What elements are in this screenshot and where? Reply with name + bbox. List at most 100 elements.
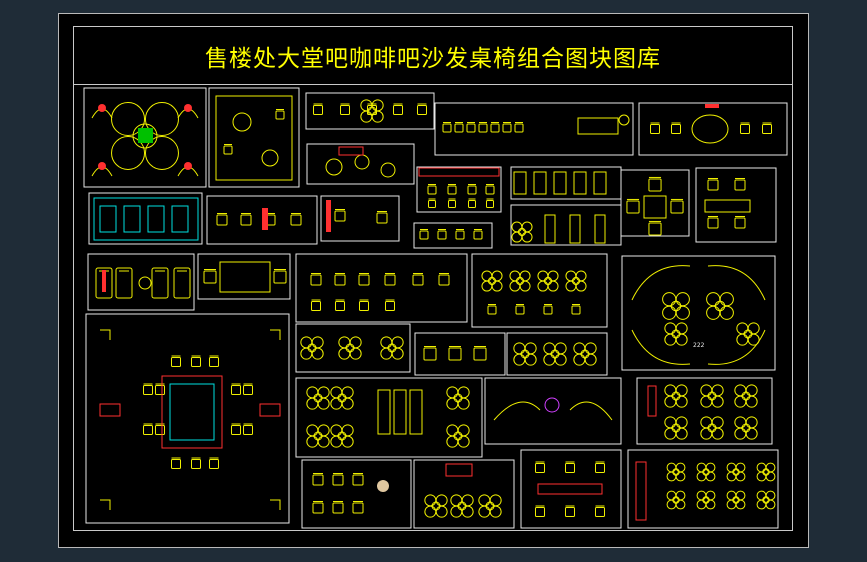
petal-table: [487, 276, 497, 286]
curved-sofa: [493, 401, 541, 421]
chair-shape: [670, 200, 684, 214]
petal-table: [517, 227, 527, 237]
petal-chair: [696, 462, 707, 473]
petal-table: [457, 501, 467, 511]
petal-chair: [705, 462, 716, 473]
chair-shape: [312, 502, 324, 514]
square-table: [643, 195, 667, 219]
petal-table: [672, 496, 680, 504]
chair-shape: [595, 507, 605, 517]
chair-shape: [155, 425, 165, 435]
chair-shape: [231, 385, 241, 395]
petal-chair: [675, 471, 686, 482]
petal-chair: [735, 490, 746, 501]
block-frame-23: [414, 332, 506, 376]
petal-chair: [696, 499, 707, 510]
petal-chair: [330, 435, 343, 448]
petal-chair: [735, 499, 746, 510]
petal-table: [732, 468, 740, 476]
block-frame-6: [306, 143, 415, 185]
petal-chair: [446, 386, 459, 399]
petal-chair: [306, 386, 319, 399]
petal-chair: [675, 416, 688, 429]
block-frame-22: [295, 323, 411, 373]
petal-chair: [547, 270, 559, 282]
petal-chair: [765, 471, 776, 482]
petal-chair: [491, 280, 503, 292]
petal-chair: [111, 102, 146, 137]
petal-chair: [565, 280, 577, 292]
petal-chair: [330, 386, 343, 399]
block-frame-2: [208, 87, 300, 188]
petal-chair: [736, 333, 749, 346]
petal-chair: [457, 397, 470, 410]
petal-table: [732, 496, 740, 504]
petal-chair: [306, 435, 319, 448]
petal-chair: [543, 353, 556, 366]
block-frame-7: [416, 166, 502, 213]
chair-shape: [311, 301, 321, 311]
curved-sofa: [631, 329, 691, 365]
red-lamp: [184, 104, 192, 112]
chair-shape: [478, 123, 488, 133]
petal-chair: [719, 305, 734, 320]
chair-shape: [376, 212, 388, 224]
green-rug: [138, 128, 153, 143]
petal-chair: [711, 416, 724, 429]
petal-chair: [711, 384, 724, 397]
petal-chair: [380, 336, 393, 349]
petal-table: [707, 423, 717, 433]
corner-mark: [270, 499, 281, 510]
coffee-table: [219, 261, 271, 293]
chair-shape: [650, 124, 660, 134]
chair-shape: [428, 200, 436, 208]
petal-chair: [705, 490, 716, 501]
petal-chair: [675, 395, 688, 408]
red-bar: [537, 483, 603, 495]
round-table: [261, 149, 279, 167]
petal-chair: [435, 494, 448, 507]
round-mark: [618, 114, 630, 126]
petal-chair: [675, 462, 686, 473]
petal-table: [515, 276, 525, 286]
petal-chair: [457, 435, 470, 448]
sofa-shape: [115, 267, 133, 299]
petal-chair: [478, 494, 491, 507]
red-lamp: [184, 162, 192, 170]
petal-chair: [371, 110, 384, 123]
petal-chair: [756, 490, 767, 501]
accent-linework: [93, 104, 719, 521]
petal-chair: [711, 395, 724, 408]
chair-shape: [209, 357, 219, 367]
block-frame-28: [301, 459, 412, 529]
chair-shape: [468, 200, 476, 208]
petal-chair: [446, 435, 459, 448]
petal-table: [714, 300, 726, 312]
petal-chair: [726, 471, 737, 482]
cyan-seat: [99, 205, 117, 233]
chair-shape: [240, 214, 252, 226]
block-frame-25: [295, 377, 483, 458]
petal-chair: [144, 135, 179, 170]
petal-chair: [491, 270, 503, 282]
petal-chair: [446, 424, 459, 437]
cyan-seat: [171, 205, 189, 233]
chair-shape: [565, 463, 575, 473]
petal-chair: [461, 494, 474, 507]
block-frame-27: [636, 377, 773, 445]
block-frame-29: [413, 459, 515, 529]
petal-chair: [521, 221, 533, 233]
chair-shape: [209, 459, 219, 469]
petal-chair: [111, 135, 146, 170]
petal-chair: [756, 499, 767, 510]
petal-table: [762, 496, 770, 504]
chair-shape: [332, 474, 344, 486]
block-frame-3: [305, 92, 435, 130]
chair-shape: [313, 105, 323, 115]
round-table: [325, 158, 343, 176]
petal-chair: [306, 424, 319, 437]
petal-chair: [317, 397, 330, 410]
petal-chair: [700, 395, 713, 408]
round-table: [354, 154, 370, 170]
